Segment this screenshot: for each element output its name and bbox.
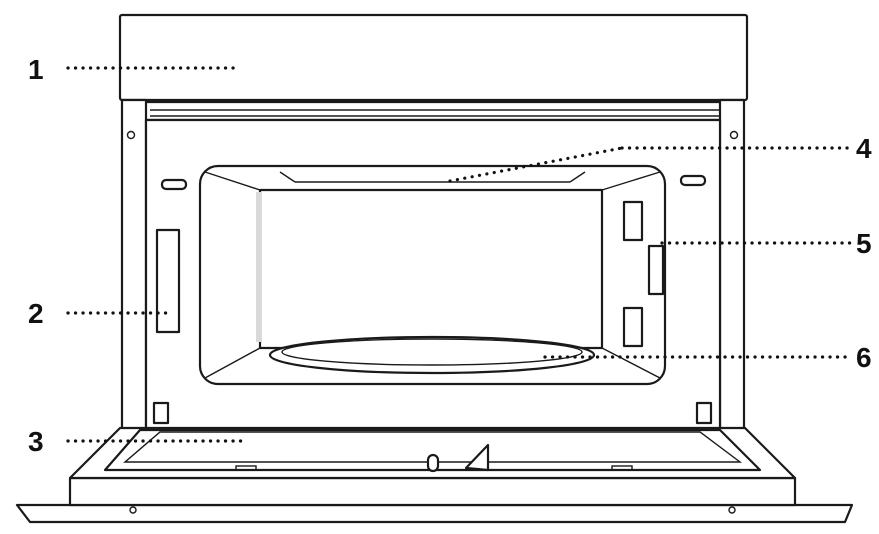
callout-2: 2	[28, 298, 44, 329]
leader-4	[448, 146, 624, 183]
control-panel	[118, 13, 749, 102]
hinge-right	[695, 401, 713, 425]
hinge-left	[152, 401, 170, 425]
frame-slot-left	[160, 178, 188, 191]
waveguide-cover	[155, 228, 181, 334]
callout-1: 1	[28, 54, 44, 85]
open-door	[15, 426, 854, 524]
callout-6: 6	[856, 342, 872, 373]
side-wall-vents	[622, 200, 665, 348]
frame-slot-right	[679, 174, 707, 187]
callout-3: 3	[28, 426, 44, 457]
turntable	[268, 335, 596, 375]
callout-4: 4	[856, 133, 872, 164]
oven-cavity	[198, 164, 667, 386]
callout-5: 5	[856, 228, 872, 259]
light-cover	[647, 244, 665, 296]
vent-strip	[143, 100, 727, 122]
